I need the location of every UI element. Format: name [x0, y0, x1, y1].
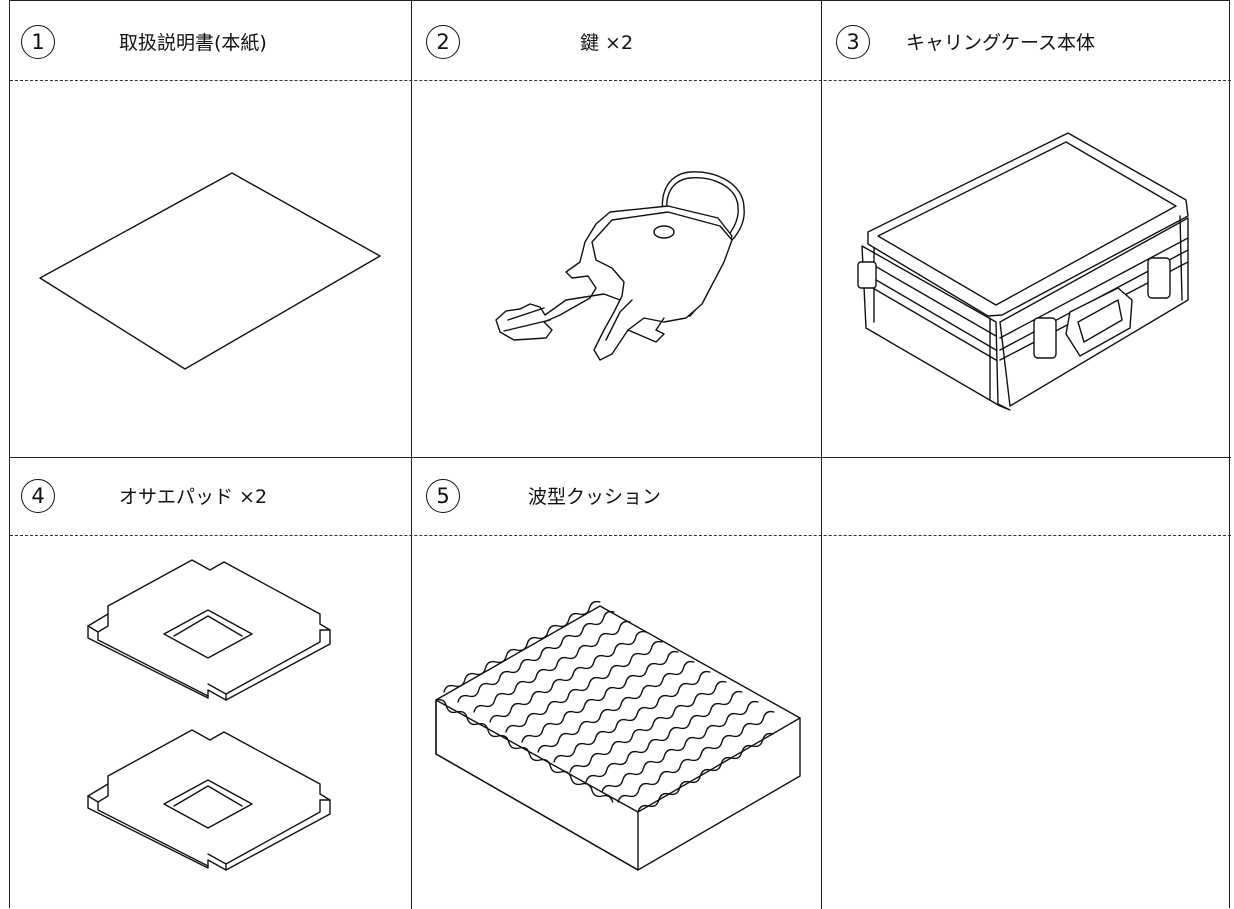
item-number-badge: 3: [836, 25, 870, 59]
item-number-badge: 1: [21, 25, 55, 59]
item-number-badge: 2: [426, 25, 460, 59]
header-divider: [10, 80, 1231, 81]
item-label: キャリングケース本体: [906, 32, 1096, 54]
header-divider: [10, 535, 1231, 536]
item-number-badge: 5: [426, 479, 460, 513]
item-label: 波型クッション: [528, 486, 662, 508]
column-divider: [821, 1, 822, 909]
item-number-badge: 4: [21, 479, 55, 513]
parts-table: [9, 0, 1231, 909]
item-label: オサエパッド ×2: [119, 486, 268, 508]
item-label: 鍵 ×2: [580, 32, 634, 54]
column-divider: [411, 1, 412, 909]
item-label: 取扱説明書(本紙): [119, 32, 267, 54]
row-divider: [10, 457, 1231, 458]
